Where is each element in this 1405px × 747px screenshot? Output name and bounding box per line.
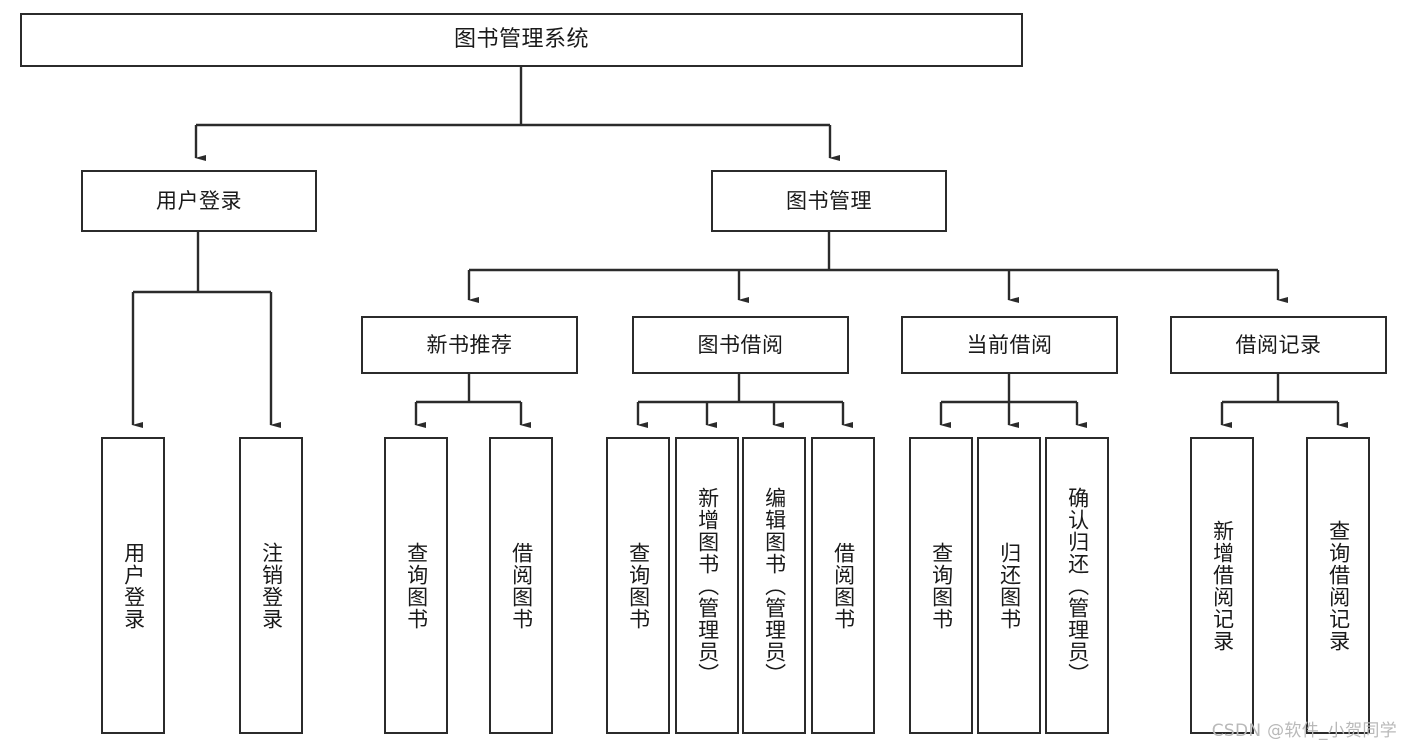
node-label: 确认归还（管理员） (1065, 486, 1090, 685)
leaf-new-book-borrow-book[interactable]: 借阅图书 (489, 437, 553, 734)
node-label: 查询图书 (404, 541, 429, 630)
leaf-current-borrow-confirm-return-admin[interactable]: 确认归还（管理员） (1045, 437, 1109, 734)
node-user-login[interactable]: 用户登录 (81, 170, 317, 232)
node-current-borrow[interactable]: 当前借阅 (901, 316, 1118, 374)
node-label: 借阅图书 (831, 541, 856, 630)
leaf-borrow-record-add-record[interactable]: 新增借阅记录 (1190, 437, 1254, 734)
leaf-book-borrow-borrow-book[interactable]: 借阅图书 (811, 437, 875, 734)
leaf-borrow-record-query-record[interactable]: 查询借阅记录 (1306, 437, 1370, 734)
watermark-text: CSDN @软件_小贺同学 (1211, 721, 1397, 741)
leaf-book-borrow-edit-book-admin[interactable]: 编辑图书（管理员） (742, 437, 806, 734)
node-label: 当前借阅 (966, 332, 1053, 357)
node-label: 用户登录 (156, 188, 242, 213)
leaf-book-borrow-query-book[interactable]: 查询图书 (606, 437, 670, 734)
leaf-new-book-query-book[interactable]: 查询图书 (384, 437, 448, 734)
node-label: 借阅记录 (1235, 332, 1322, 357)
leaf-book-borrow-add-book-admin[interactable]: 新增图书（管理员） (675, 437, 739, 734)
node-label: 图书管理系统 (453, 27, 589, 53)
node-label: 注销登录 (259, 541, 284, 630)
leaf-user-login-login[interactable]: 用户登录 (101, 437, 165, 734)
node-new-book-recommend[interactable]: 新书推荐 (361, 316, 578, 374)
node-label: 图书管理 (786, 188, 872, 213)
node-label: 新增借阅记录 (1210, 519, 1235, 652)
node-label: 归还图书 (997, 541, 1022, 630)
node-label: 查询借阅记录 (1326, 519, 1351, 652)
node-book-management[interactable]: 图书管理 (711, 170, 947, 232)
node-label: 编辑图书（管理员） (762, 486, 787, 685)
node-label: 新增图书（管理员） (695, 486, 720, 685)
node-label: 借阅图书 (509, 541, 534, 630)
node-book-borrow[interactable]: 图书借阅 (632, 316, 849, 374)
node-label: 查询图书 (929, 541, 954, 630)
leaf-current-borrow-query-book[interactable]: 查询图书 (909, 437, 973, 734)
node-label: 用户登录 (121, 541, 146, 630)
node-label: 图书借阅 (697, 332, 784, 357)
node-root-book-management-system[interactable]: 图书管理系统 (20, 13, 1023, 67)
node-borrow-record[interactable]: 借阅记录 (1170, 316, 1387, 374)
node-label: 查询图书 (626, 541, 651, 630)
node-label: 新书推荐 (426, 332, 513, 357)
leaf-user-login-logout[interactable]: 注销登录 (239, 437, 303, 734)
leaf-current-borrow-return-book[interactable]: 归还图书 (977, 437, 1041, 734)
